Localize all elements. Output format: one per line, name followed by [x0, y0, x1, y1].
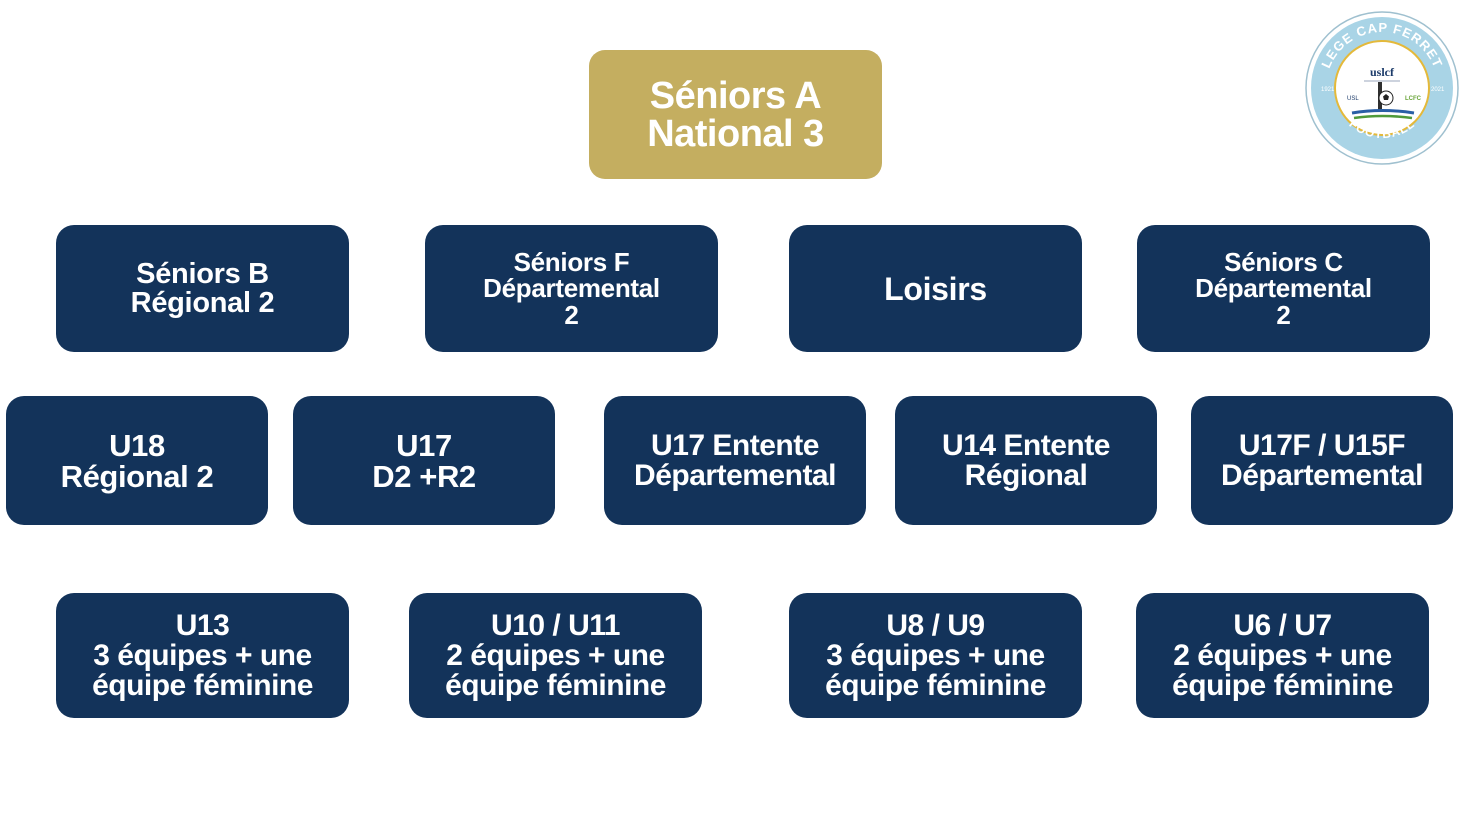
box-line: Départemental [1221, 458, 1423, 492]
box-line: équipe féminine [1172, 668, 1393, 702]
box-line: D2 +R2 [372, 458, 476, 494]
box-line: équipe féminine [92, 668, 313, 702]
u8-u9-box: U8 / U9 3 équipes + une équipe féminine [789, 593, 1082, 718]
box-line: U8 / U9 [886, 608, 985, 642]
box-line: Régional 2 [60, 458, 214, 494]
box-line: Séniors A [649, 74, 822, 117]
seniors-f-box: Séniors F Départemental 2 [425, 225, 718, 352]
box-line: U17F / U15F [1238, 428, 1406, 462]
crest-monogram: uslcf [1370, 65, 1395, 79]
box-line: 2 équipes + une [1173, 638, 1392, 672]
u14-entente-box: U14 Entente Régional [895, 396, 1157, 525]
box-line: 2 équipes + une [446, 638, 665, 672]
club-crest-icon: LEGE CAP FERRET FOOTBALL 1921 2021 uslcf… [1305, 11, 1459, 165]
box-line: Départemental [1195, 273, 1372, 304]
box-line: 3 équipes + une [93, 638, 312, 672]
seniors-a-box: Séniors A National 3 [589, 50, 882, 179]
box-line: National 3 [647, 112, 824, 155]
box-line: U14 Entente [942, 428, 1110, 462]
box-line: Régional [964, 458, 1088, 492]
u6-u7-box: U6 / U7 2 équipes + une équipe féminine [1136, 593, 1429, 718]
box-line: Départemental [483, 273, 660, 304]
loisirs-box: Loisirs [789, 225, 1082, 352]
u10-u11-box: U10 / U11 2 équipes + une équipe féminin… [409, 593, 702, 718]
crest-year-left: 1921 [1321, 87, 1335, 93]
box-line: équipe féminine [445, 668, 666, 702]
u13-box: U13 3 équipes + une équipe féminine [56, 593, 349, 718]
box-line: U17 Entente [651, 428, 819, 462]
box-line: U10 / U11 [491, 608, 620, 642]
box-line: 2 [1276, 299, 1291, 330]
box-line: Loisirs [884, 270, 987, 307]
u18-box: U18 Régional 2 [6, 396, 268, 525]
box-line: U13 [175, 608, 230, 642]
box-line: Séniors B [136, 257, 269, 290]
crest-year-right: 2021 [1431, 87, 1445, 93]
u17-entente-box: U17 Entente Départemental [604, 396, 866, 525]
u17f-u15f-box: U17F / U15F Départemental [1191, 396, 1453, 525]
box-line: U17 [396, 427, 452, 463]
box-line: 3 équipes + une [826, 638, 1045, 672]
seniors-c-box: Séniors C Départemental 2 [1137, 225, 1430, 352]
box-line: Départemental [634, 458, 836, 492]
box-line: Régional 2 [130, 286, 275, 319]
seniors-b-box: Séniors B Régional 2 [56, 225, 349, 352]
box-line: U6 / U7 [1233, 608, 1332, 642]
box-line: équipe féminine [825, 668, 1046, 702]
u17-box: U17 D2 +R2 [293, 396, 555, 525]
box-line: Séniors F [513, 246, 630, 277]
box-line: Séniors C [1224, 246, 1343, 277]
box-line: 2 [564, 299, 579, 330]
crest-usl: USL [1347, 96, 1359, 102]
box-line: U18 [109, 427, 165, 463]
crest-lfc: LCFC [1405, 96, 1422, 102]
